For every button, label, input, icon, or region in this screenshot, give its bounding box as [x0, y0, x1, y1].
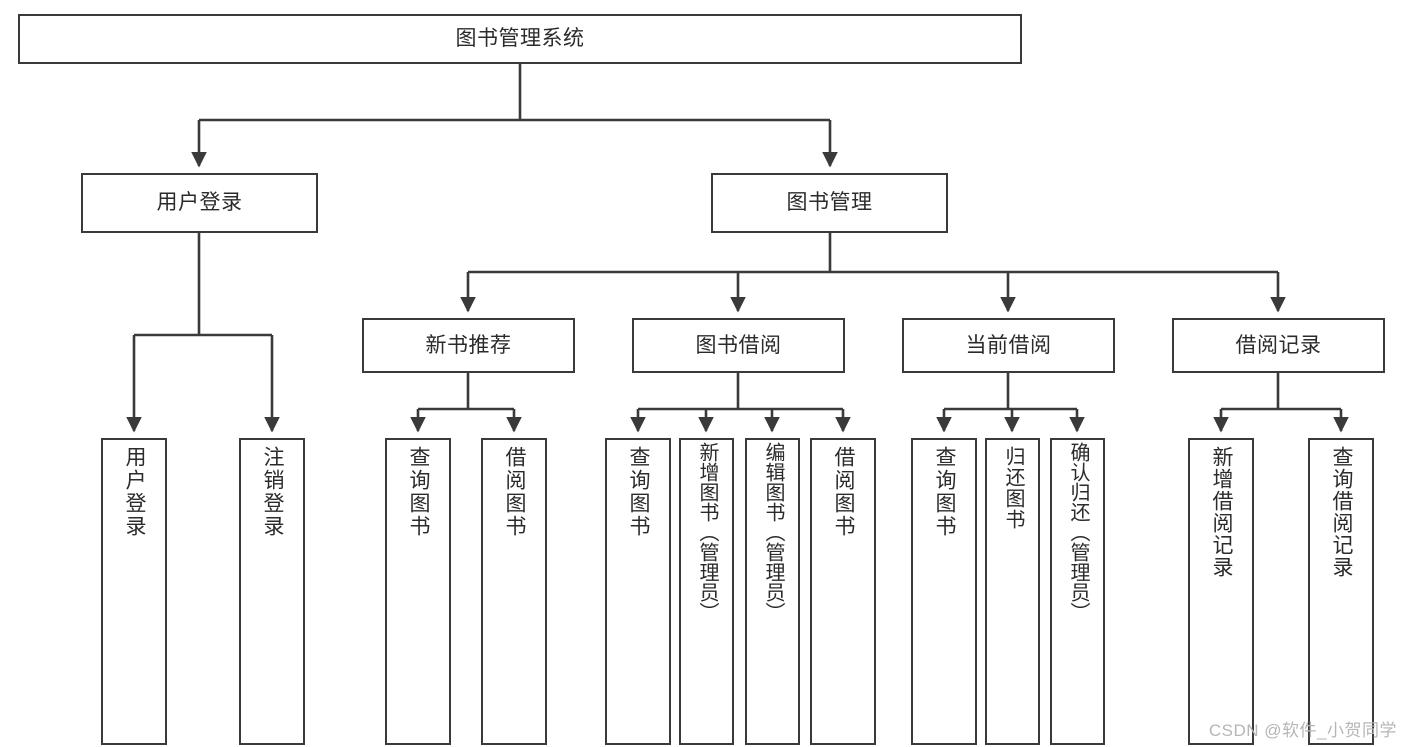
leaf-query-book-borrow[interactable]: 查询图书 — [605, 438, 671, 745]
leaf-borrow-book-recommend-label: 借阅图书 — [503, 446, 527, 538]
leaf-query-book-current-label: 查询图书 — [933, 446, 957, 538]
leaf-borrow-book-label: 借阅图书 — [832, 446, 856, 538]
node-new-book-recommend[interactable]: 新书推荐 — [362, 318, 575, 373]
leaf-query-borrow-record-label: 查询借阅记录 — [1330, 446, 1354, 578]
leaf-add-book-admin-label: 新增图书（管理员） — [696, 442, 718, 622]
node-root[interactable]: 图书管理系统 — [18, 14, 1022, 64]
leaf-query-book-borrow-label: 查询图书 — [627, 446, 651, 538]
node-root-label: 图书管理系统 — [455, 27, 585, 51]
leaf-return-book[interactable]: 归还图书 — [985, 438, 1040, 745]
node-book-management-label: 图书管理 — [786, 191, 873, 215]
node-current-borrow-label: 当前借阅 — [965, 333, 1052, 357]
leaf-user-login[interactable]: 用户登录 — [101, 438, 167, 745]
leaf-borrow-book-recommend[interactable]: 借阅图书 — [481, 438, 547, 745]
leaf-return-book-label: 归还图书 — [1002, 446, 1024, 530]
leaf-add-borrow-record-label: 新增借阅记录 — [1210, 446, 1234, 578]
leaf-query-book-recommend-label: 查询图书 — [407, 446, 431, 538]
leaf-edit-book-admin[interactable]: 编辑图书（管理员） — [745, 438, 800, 745]
leaf-borrow-book[interactable]: 借阅图书 — [810, 438, 876, 745]
node-new-book-recommend-label: 新书推荐 — [425, 333, 512, 357]
node-book-borrow[interactable]: 图书借阅 — [632, 318, 845, 373]
leaf-query-book-recommend[interactable]: 查询图书 — [385, 438, 451, 745]
leaf-logout-label: 注销登录 — [261, 446, 285, 538]
leaf-user-login-label: 用户登录 — [123, 446, 147, 538]
leaf-add-book-admin[interactable]: 新增图书（管理员） — [679, 438, 734, 745]
node-borrow-records-label: 借阅记录 — [1235, 333, 1322, 357]
node-book-borrow-label: 图书借阅 — [695, 333, 782, 357]
leaf-confirm-return-admin-label: 确认归还（管理员） — [1067, 442, 1089, 622]
leaf-confirm-return-admin[interactable]: 确认归还（管理员） — [1050, 438, 1105, 745]
node-borrow-records[interactable]: 借阅记录 — [1172, 318, 1385, 373]
node-current-borrow[interactable]: 当前借阅 — [902, 318, 1115, 373]
leaf-add-borrow-record[interactable]: 新增借阅记录 — [1188, 438, 1254, 745]
leaf-logout[interactable]: 注销登录 — [239, 438, 305, 745]
leaf-edit-book-admin-label: 编辑图书（管理员） — [762, 442, 784, 622]
node-user-login[interactable]: 用户登录 — [81, 173, 318, 233]
node-user-login-label: 用户登录 — [156, 191, 243, 215]
leaf-query-book-current[interactable]: 查询图书 — [911, 438, 977, 745]
node-book-management[interactable]: 图书管理 — [711, 173, 948, 233]
csdn-watermark: CSDN @软件_小贺同学 — [1208, 721, 1397, 740]
leaf-query-borrow-record[interactable]: 查询借阅记录 — [1308, 438, 1374, 745]
